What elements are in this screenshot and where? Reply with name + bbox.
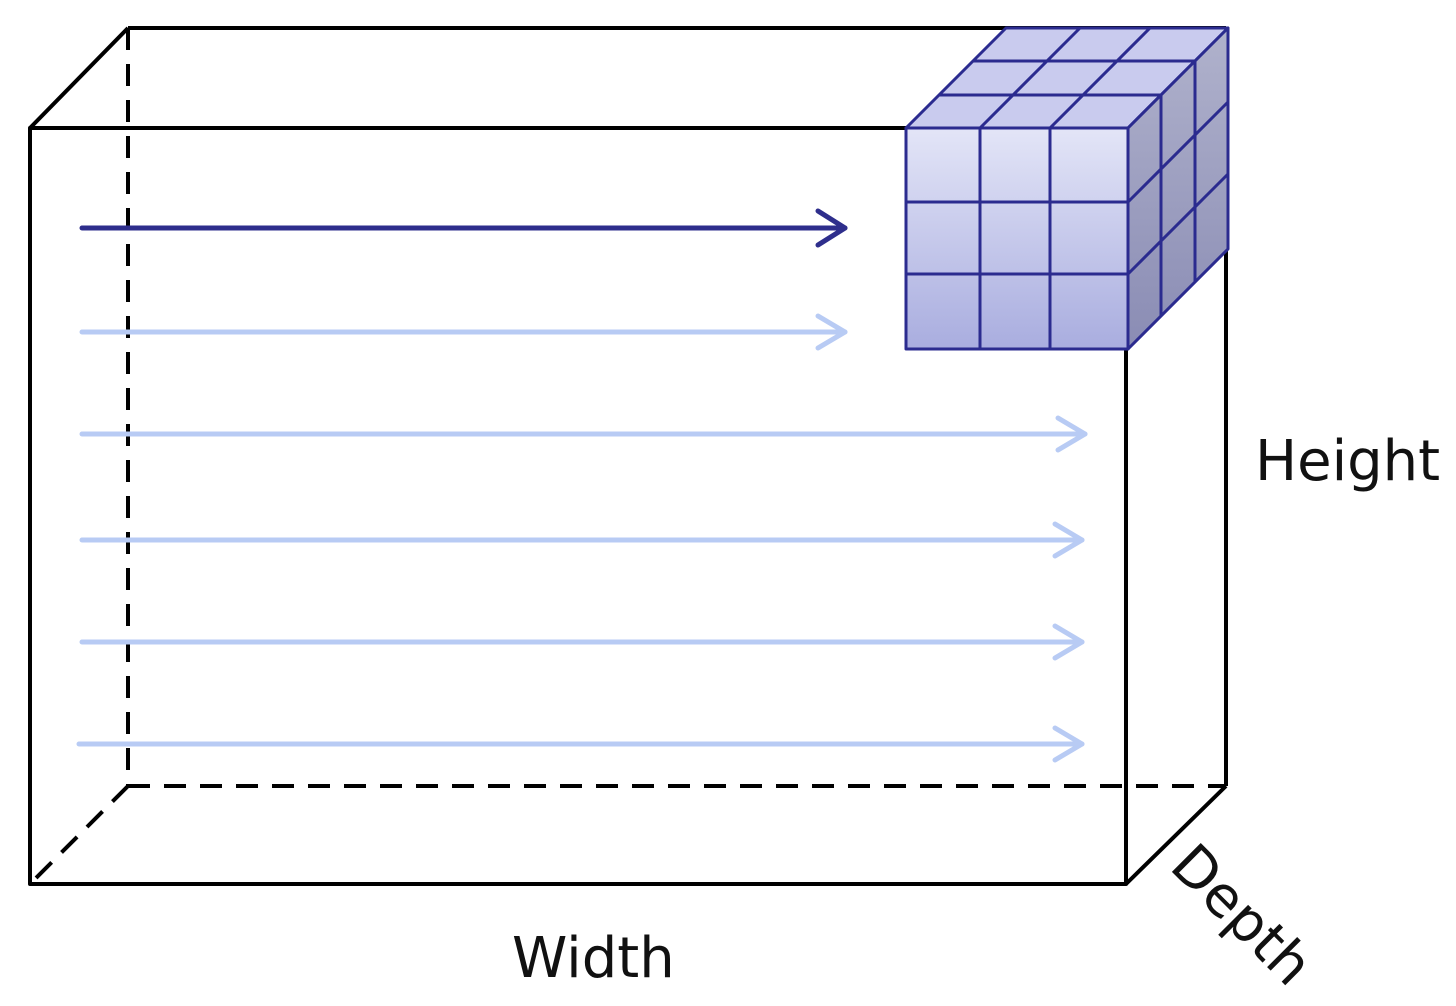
scan-arrow — [79, 623, 1085, 661]
filter-cube — [904, 26, 1230, 351]
height-label: Height — [1255, 429, 1440, 494]
scan-arrow-active — [79, 208, 848, 248]
scan-arrow — [79, 521, 1085, 559]
scan-arrow — [76, 725, 1085, 763]
volume-top-left-edge — [28, 26, 130, 130]
cube-grid-lines — [906, 26, 1230, 349]
scan-arrow — [79, 313, 848, 351]
volume-front-face — [28, 126, 1128, 886]
cube-front-face — [904, 126, 1130, 351]
scan-arrows — [76, 208, 1088, 763]
depth-label: Depth — [1158, 832, 1325, 999]
volume-bottom-right-edge — [1124, 784, 1228, 886]
hidden-edges — [28, 28, 1226, 886]
scan-arrow — [79, 415, 1088, 453]
hidden-depth-edge — [28, 784, 130, 886]
width-label: Width — [512, 926, 675, 991]
